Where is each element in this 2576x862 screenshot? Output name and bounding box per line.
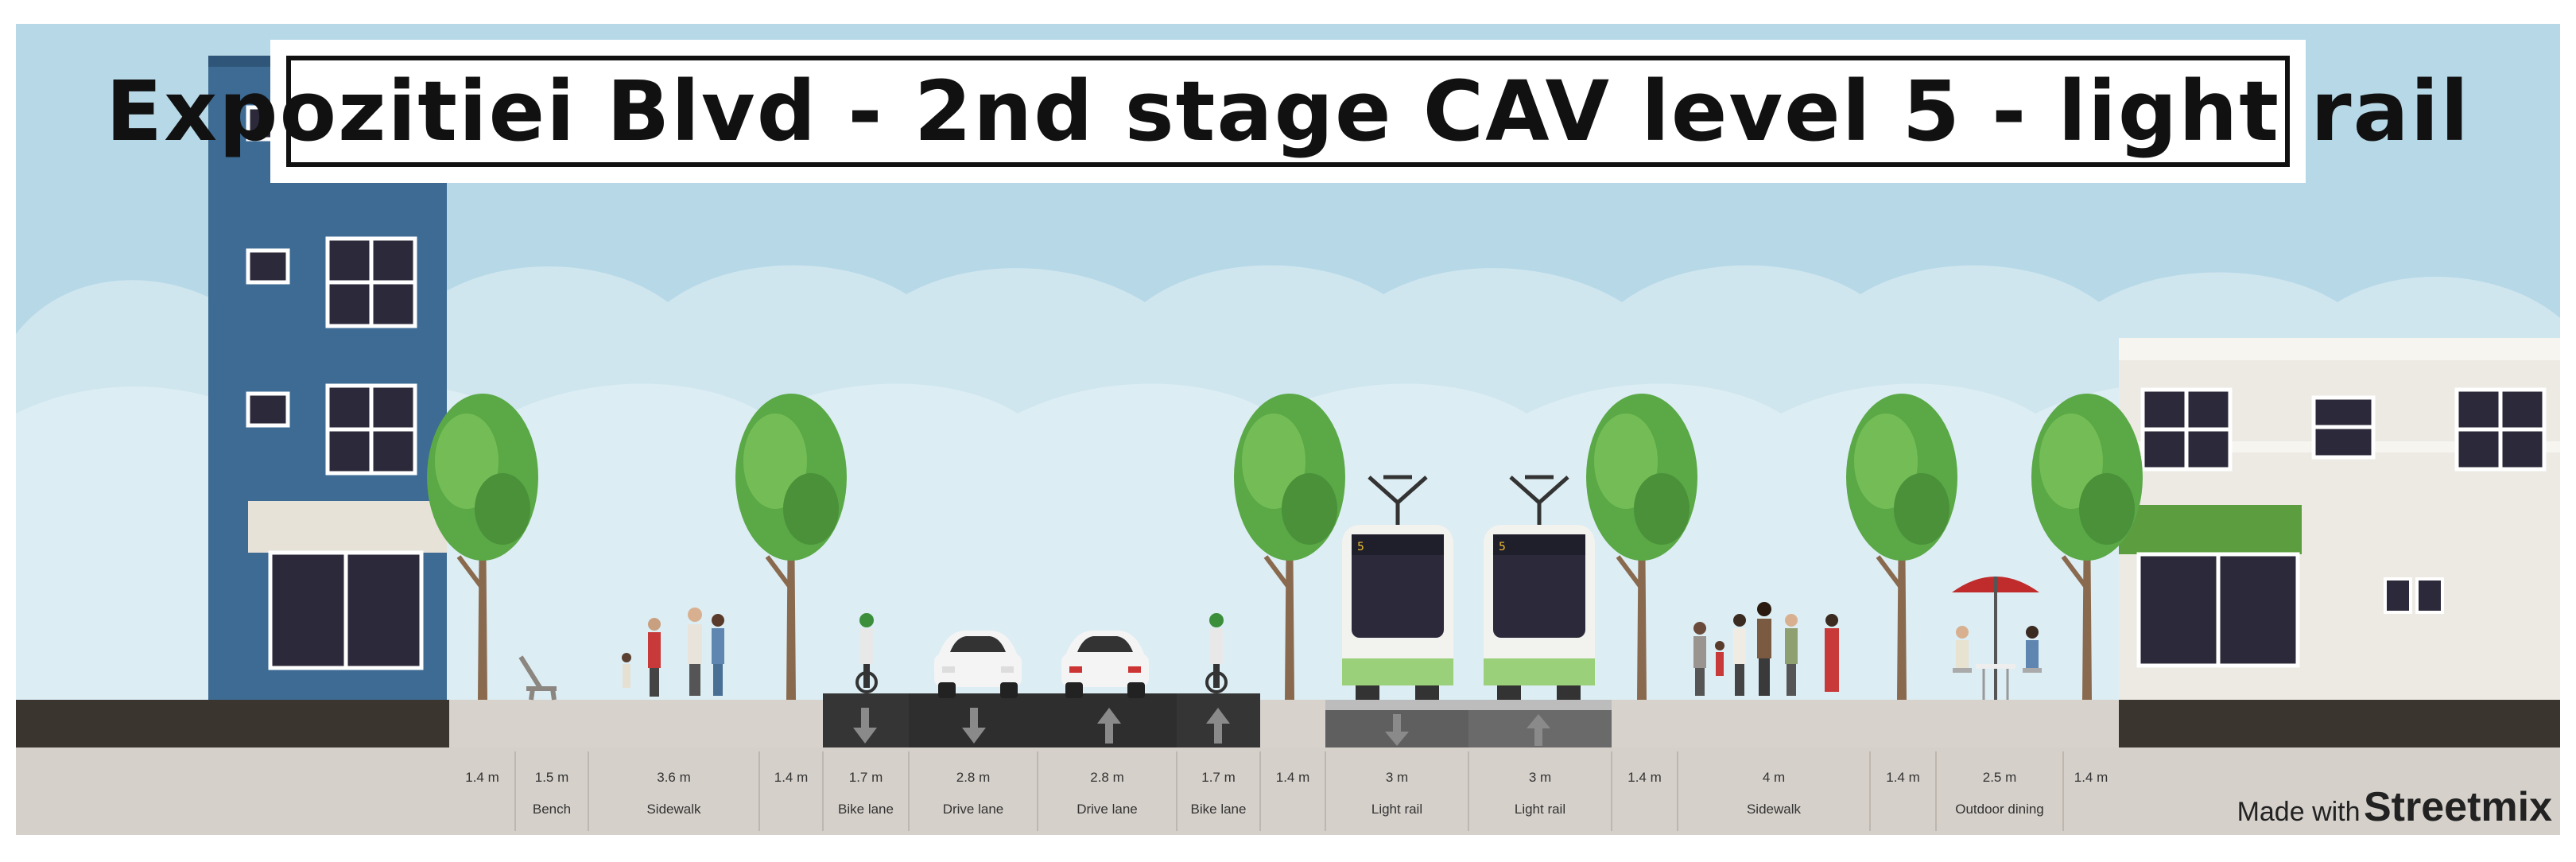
light-rail-right: 5 — [1484, 475, 1595, 700]
left-curb-strip — [16, 700, 449, 747]
light-rail-left: 5 — [1342, 475, 1453, 700]
segment-width-label: 3 m — [1528, 770, 1552, 785]
segment-width-label: 4 m — [1762, 770, 1786, 785]
segment-name-label: Drive lane — [1077, 802, 1138, 817]
sidewalk-right — [1612, 700, 2119, 747]
cyclist-right — [1205, 613, 1228, 693]
title-sign-border: Expozitiei Blvd - 2nd stage CAV level 5 … — [106, 56, 2469, 167]
car-left — [934, 631, 1022, 698]
sidewalk-left — [449, 700, 823, 747]
lane-arrows — [853, 708, 1550, 746]
segment-width-label: 1.7 m — [1201, 770, 1236, 785]
svg-text:5: 5 — [1499, 541, 1506, 553]
credit-brand: Streetmix — [2364, 784, 2552, 830]
segment-width-label: 2.5 m — [1982, 770, 2017, 785]
segment-width-label: 2.8 m — [1090, 770, 1124, 785]
segment-width-label: 1.7 m — [848, 770, 883, 785]
segment-width-label: 1.5 m — [534, 770, 569, 785]
segment-name-label: Bike lane — [838, 802, 894, 817]
bench — [518, 655, 557, 701]
label-band — [16, 747, 2560, 835]
segment-width-label: 1.4 m — [774, 770, 809, 785]
streetmix-credit: Made with Streetmix — [2237, 783, 2552, 831]
segment-dividers — [514, 751, 2064, 831]
segment-width-label: 2.8 m — [956, 770, 991, 785]
tree — [427, 394, 538, 700]
page-title: Expozitiei Blvd - 2nd stage CAV level 5 … — [106, 63, 2470, 160]
segment-width-label: 1.4 m — [2074, 770, 2109, 785]
right-curb-strip — [2119, 700, 2560, 747]
car-right — [1061, 631, 1149, 698]
pedestrians-left — [622, 608, 724, 697]
right-building — [2119, 338, 2560, 700]
trees — [427, 394, 2143, 700]
segment-width-label: 1.4 m — [1886, 770, 1920, 785]
tree — [2031, 394, 2143, 700]
segment-name-label: Drive lane — [942, 802, 1004, 817]
pedestrians-right — [1693, 602, 1839, 696]
segment-name-label: Outdoor dining — [1955, 802, 2044, 817]
median-left — [1260, 700, 1325, 747]
tree — [735, 394, 847, 700]
tree — [1846, 394, 1957, 700]
segment-width-label: 1.4 m — [1275, 770, 1310, 785]
tree — [1586, 394, 1697, 700]
segment-width-label: 1.4 m — [465, 770, 499, 785]
segment-width-label: 1.4 m — [1627, 770, 1662, 785]
segment-name-label: Bike lane — [1190, 802, 1247, 817]
cyclist-left — [855, 613, 878, 693]
svg-text:5: 5 — [1357, 541, 1364, 553]
segment-name-label: Sidewalk — [646, 802, 701, 817]
title-sign: Expozitiei Blvd - 2nd stage CAV level 5 … — [106, 40, 2469, 183]
outdoor-dining — [1952, 577, 2042, 700]
tree — [1234, 394, 1345, 700]
segment-name-label: Light rail — [1514, 802, 1566, 817]
segment-name-label: Light rail — [1371, 802, 1423, 817]
credit-prefix: Made with — [2237, 797, 2361, 827]
segment-width-label: 3 m — [1385, 770, 1409, 785]
segment-name-label: Sidewalk — [1746, 802, 1802, 817]
segment-name-label: Bench — [532, 802, 572, 817]
segment-width-label: 3.6 m — [657, 770, 691, 785]
